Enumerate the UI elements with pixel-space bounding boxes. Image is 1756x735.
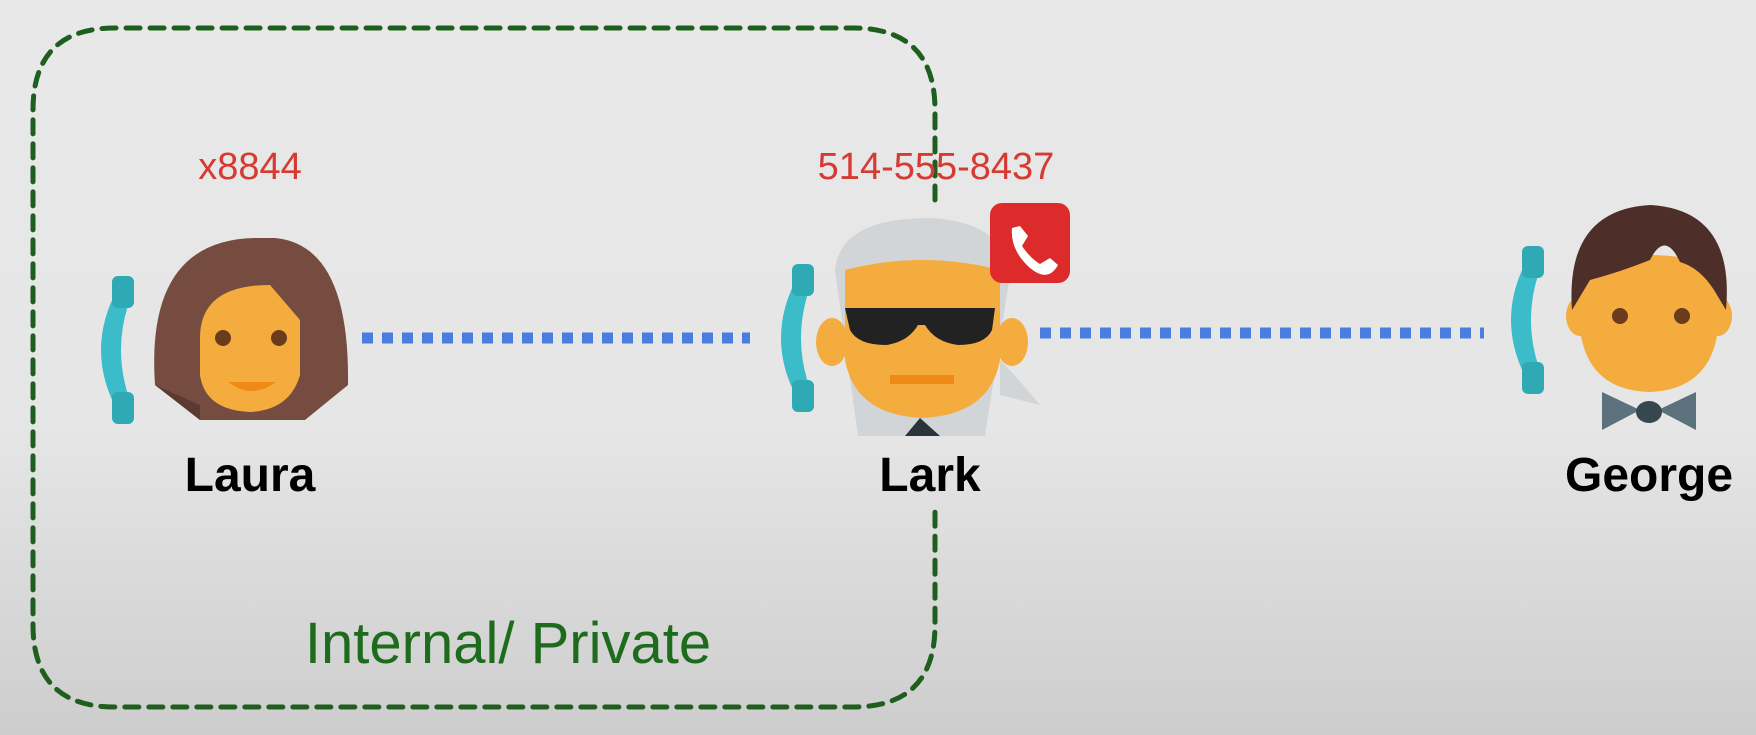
internal-private-zone-label: Internal/ Private [304,611,712,676]
george-avatar [1566,205,1732,430]
lark-handset-icon [781,264,814,412]
george-name: George [1564,449,1734,502]
phone-alert-icon [990,203,1070,283]
internal-private-zone-border [30,25,938,710]
laura-extension: x8844 [198,146,302,188]
george-handset-icon [1511,246,1544,394]
lark-name: Lark [879,449,981,502]
laura-avatar [154,238,349,420]
laura-handset-icon [101,276,134,424]
lark-phone-number: 514-555-8437 [817,146,1055,188]
lark-avatar [816,218,1040,436]
laura-name: Laura [184,449,316,502]
